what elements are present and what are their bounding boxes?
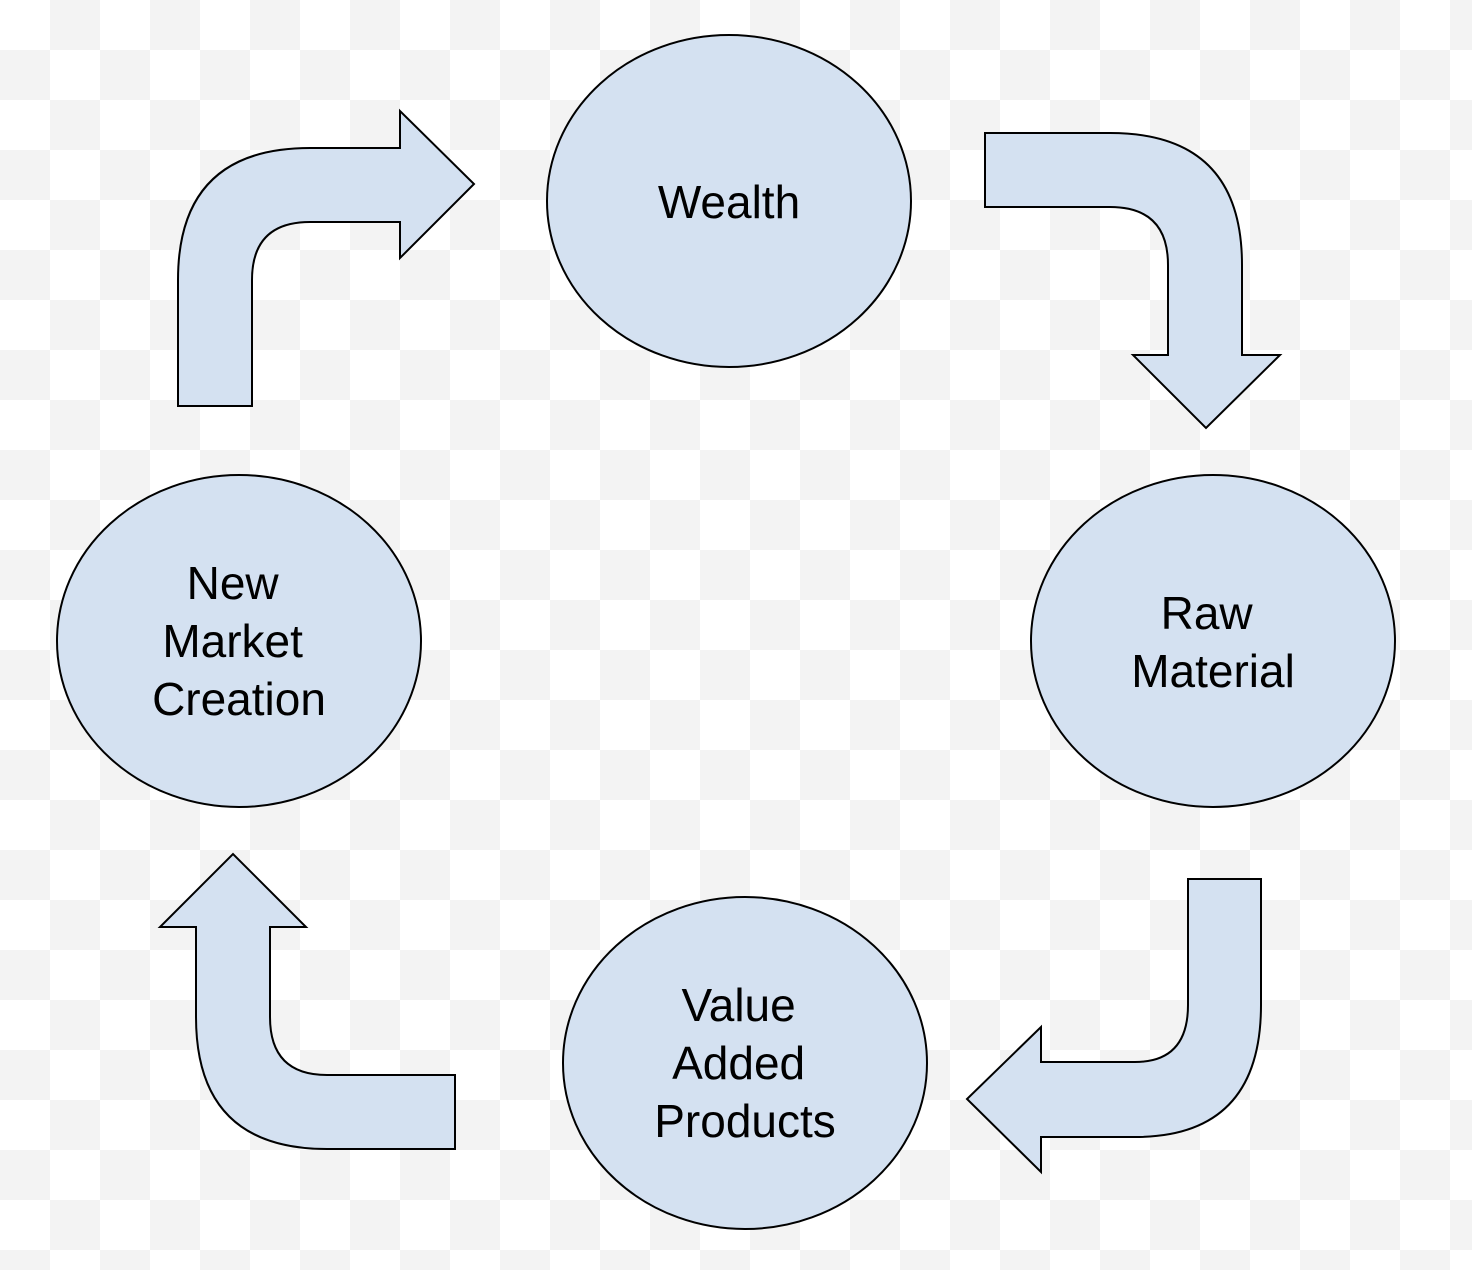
arrow-raw-material-to-value-added-products <box>965 878 1262 1175</box>
node-raw-material: Raw Material <box>1030 474 1396 808</box>
node-wealth: Wealth <box>546 34 912 368</box>
node-new-market-creation: New Market Creation <box>56 474 422 808</box>
arrow-new-market-creation-to-wealth <box>177 108 476 407</box>
node-new-market-creation-label: New Market Creation <box>152 557 326 725</box>
node-value-added-products-label: Value Added Products <box>654 979 836 1147</box>
arrow-value-added-products-to-new-market-creation <box>157 852 456 1150</box>
node-raw-material-shape <box>1030 474 1396 808</box>
node-raw-material-label: Raw Material <box>1131 587 1295 697</box>
node-new-market-creation-shape <box>56 474 422 808</box>
node-value-added-products-shape <box>562 896 928 1230</box>
node-wealth-shape <box>546 34 912 368</box>
node-value-added-products: Value Added Products <box>562 896 928 1230</box>
arrow-wealth-to-raw-material <box>984 132 1283 430</box>
node-wealth-label: Wealth <box>658 176 800 228</box>
